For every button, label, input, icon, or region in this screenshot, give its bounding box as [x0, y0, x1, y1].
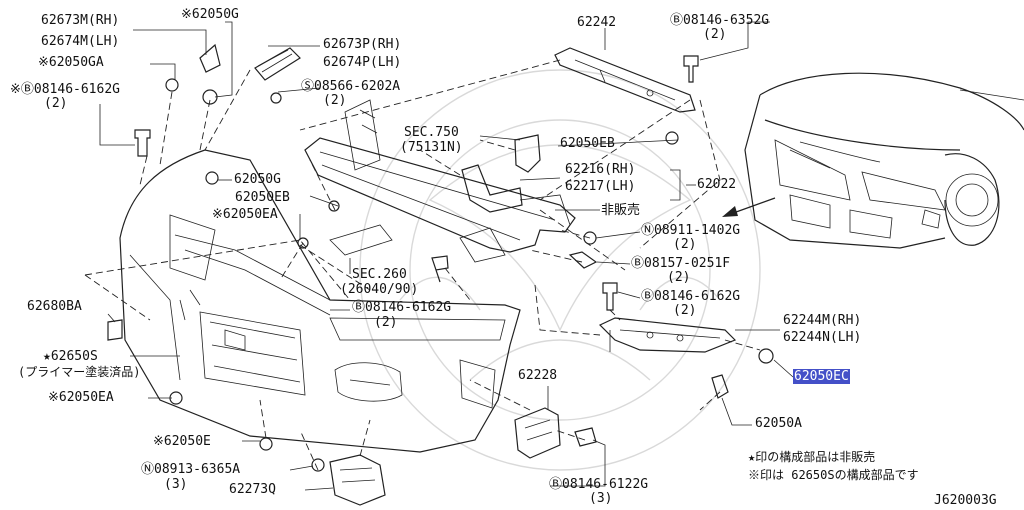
- selected-part-highlight[interactable]: 62050EC: [793, 369, 850, 384]
- assembly-dashed-lines: [84, 59, 761, 471]
- callout-08913-6365A[interactable]: Ⓝ08913-6365A: [141, 462, 241, 477]
- callout-qty: (2): [44, 96, 68, 111]
- drawing-code: J620003G: [934, 493, 997, 508]
- retainer-62673P: [254, 47, 301, 81]
- callout-62674P[interactable]: 62674P(LH): [323, 55, 402, 70]
- callout-qty: (2): [374, 315, 398, 330]
- callout-sec750-sub: (75131N): [400, 140, 463, 155]
- callout-62650S-sub: (プライマー塗装済品): [18, 365, 141, 379]
- callout-qty: (3): [164, 477, 188, 492]
- note-not-sold: ★印の構成部品は非販売: [748, 450, 876, 464]
- callout-62673P[interactable]: 62673P(RH): [323, 37, 402, 52]
- callout-08146-6162G-mid[interactable]: Ⓑ08146-6162G: [352, 300, 452, 315]
- callout-08146-6122G[interactable]: Ⓑ08146-6122G: [549, 477, 649, 492]
- bracket-62673M: [199, 43, 221, 73]
- callout-62680BA[interactable]: 62680BA: [27, 299, 82, 314]
- leader-lines: [99, 21, 794, 491]
- callout-62050E[interactable]: ※62050E: [153, 434, 211, 449]
- callout-qty: (3): [589, 491, 613, 506]
- callout-62216[interactable]: 62216(RH): [565, 162, 636, 177]
- callout-qty: (2): [673, 303, 697, 318]
- callout-62244N[interactable]: 62244N(LH): [783, 330, 862, 345]
- callout-qty: (2): [323, 93, 347, 108]
- callout-08911-1402G[interactable]: Ⓝ08911-1402G: [641, 223, 741, 238]
- bracket-62273Q: [329, 454, 386, 506]
- callout-62050EB-left[interactable]: 62050EB: [235, 190, 290, 205]
- callout-62022[interactable]: 62022: [697, 177, 737, 192]
- callout-62050GA[interactable]: ※62050GA: [38, 55, 104, 70]
- callout-62050G-mid[interactable]: 62050G: [234, 172, 281, 187]
- callout-08146-6162G-right[interactable]: Ⓑ08146-6162G: [641, 289, 741, 304]
- callout-not-sold: 非販売: [601, 203, 641, 218]
- callout-62242[interactable]: 62242: [577, 15, 617, 30]
- callout-62050EA-low[interactable]: ※62050EA: [48, 390, 114, 405]
- callout-62650S[interactable]: ★62650S: [43, 349, 98, 364]
- callout-62050A[interactable]: 62050A: [755, 416, 802, 431]
- callout-62217[interactable]: 62217(LH): [565, 179, 636, 194]
- note-component-of-62650S: ※印は 62650Sの構成部品です: [748, 468, 919, 482]
- callout-sec260-sub: (26040/90): [340, 282, 419, 297]
- pointer-arrow: [722, 197, 776, 217]
- bracket-62228: [514, 407, 561, 459]
- callout-sec750[interactable]: SEC.750: [404, 125, 459, 140]
- callout-08157-0251F[interactable]: Ⓑ08157-0251F: [631, 256, 731, 271]
- callout-62050EA-mid[interactable]: ※62050EA: [212, 207, 278, 222]
- callout-62244M[interactable]: 62244M(RH): [783, 313, 862, 328]
- callout-62674M[interactable]: 62674M(LH): [41, 34, 120, 49]
- callout-08146-6162G-left[interactable]: ※Ⓑ08146-6162G: [10, 82, 120, 97]
- bumper-fascia-62650S: [119, 149, 521, 453]
- vehicle-thumbnail: [744, 72, 1024, 249]
- callout-62228[interactable]: 62228: [518, 368, 558, 383]
- callout-62273Q[interactable]: 62273Q: [229, 482, 276, 497]
- watermark-emblem: [359, 69, 761, 471]
- callout-sec260[interactable]: SEC.260: [352, 267, 407, 282]
- callout-qty: (2): [703, 27, 727, 42]
- bracket-62242: [554, 47, 696, 113]
- bracket-62680BA: [107, 319, 123, 341]
- callout-08146-6352G[interactable]: Ⓑ08146-6352G: [670, 13, 770, 28]
- fasteners: [134, 55, 774, 472]
- callout-qty: (2): [667, 270, 691, 285]
- callout-62050EC[interactable]: 62050EC: [793, 369, 850, 384]
- sec750-part: [514, 134, 541, 173]
- callout-62050G-top[interactable]: ※62050G: [181, 7, 239, 22]
- bracket-62216: [461, 164, 523, 213]
- bumper-reinforcement-62022: [304, 99, 576, 263]
- bracket-62244: [598, 317, 737, 353]
- callout-62050EB-right[interactable]: 62050EB: [560, 136, 615, 151]
- callout-qty: (2): [673, 237, 697, 252]
- callout-62673M[interactable]: 62673M(RH): [41, 13, 120, 28]
- callout-08566-6202A[interactable]: Ⓢ08566-6202A: [301, 79, 401, 94]
